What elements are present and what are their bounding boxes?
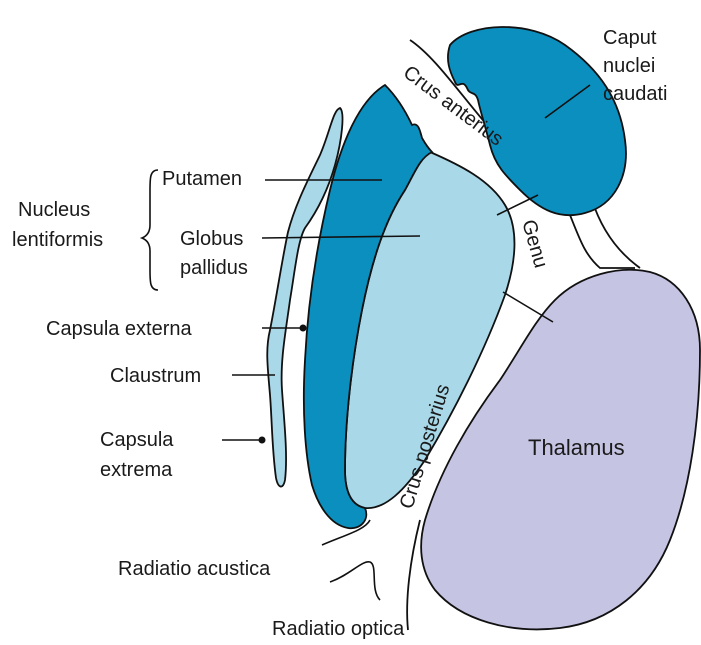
label-capsula-extrema-1: Capsula: [100, 429, 174, 451]
label-radiatio-optica: Radiatio optica: [272, 618, 405, 640]
label-claustrum: Claustrum: [110, 365, 201, 387]
label-capsula-extrema-2: extrema: [100, 459, 173, 481]
divider-genu-posterius: [503, 292, 553, 322]
label-capsula-externa: Capsula externa: [46, 318, 193, 340]
label-radiatio-acustica: Radiatio acustica: [118, 558, 271, 580]
label-genu: Genu: [517, 217, 552, 270]
label-caput-2: nuclei: [603, 55, 655, 77]
label-globus-2: pallidus: [180, 257, 248, 279]
label-thalamus: Thalamus: [528, 435, 625, 460]
label-caput-1: Caput: [603, 27, 657, 49]
label-caput-3: caudati: [603, 83, 668, 105]
capsula-extrema-dot: [259, 437, 266, 444]
label-globus-1: Globus: [180, 228, 243, 250]
capsule-right-edge: [592, 200, 640, 268]
capsula-externa-dot: [300, 325, 307, 332]
label-nucleus-2: lentiformis: [12, 229, 103, 251]
capsule-left-edge: [407, 520, 420, 630]
nucleus-brace: [142, 170, 158, 290]
radiatio-acustica-curve: [330, 562, 380, 600]
label-nucleus-1: Nucleus: [18, 199, 90, 221]
label-putamen: Putamen: [162, 168, 242, 190]
